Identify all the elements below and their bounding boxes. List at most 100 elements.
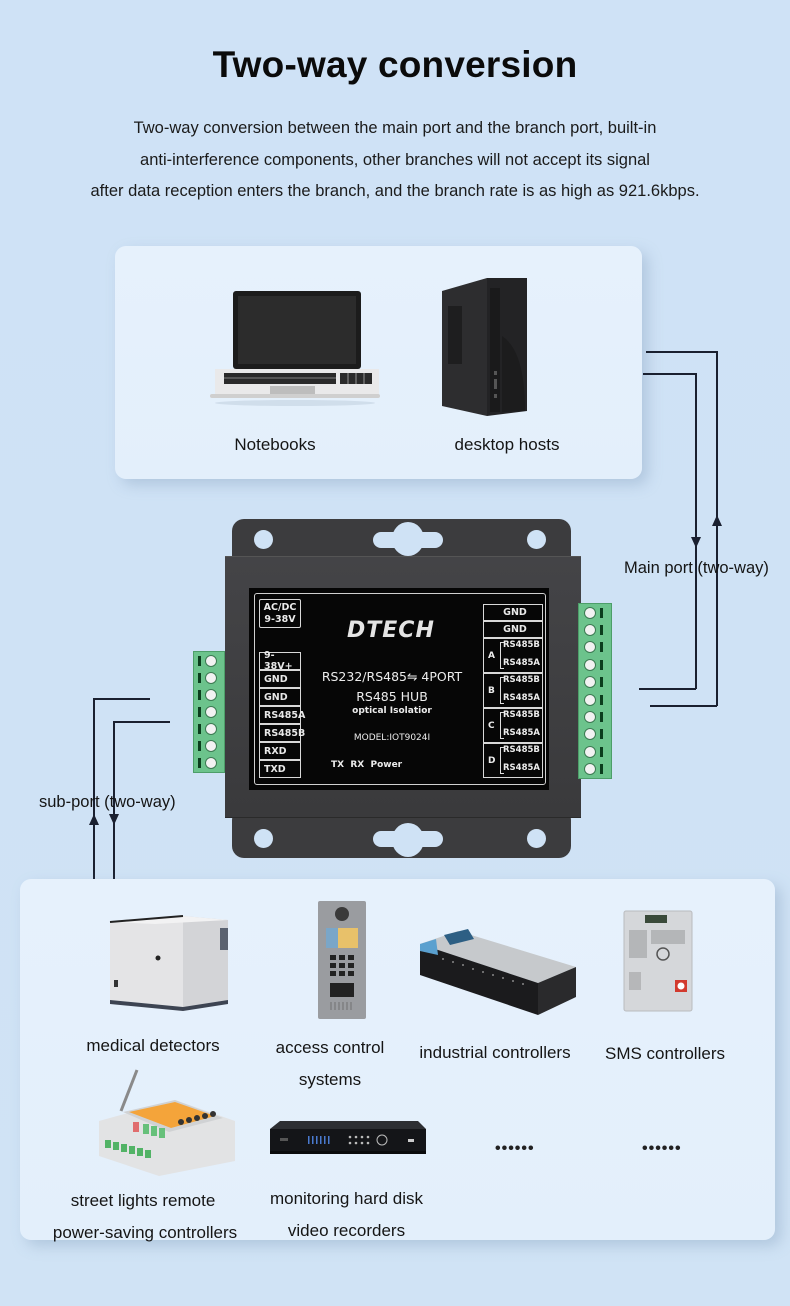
sub-port-line-up-vertical bbox=[93, 698, 95, 879]
main-port-line-rx-vertical bbox=[695, 373, 697, 689]
pin-label: RS485A bbox=[259, 706, 305, 724]
more-devices-ellipsis: •••••• bbox=[495, 1140, 535, 1157]
terminal-screw bbox=[584, 710, 611, 725]
brand-logo: DTECH bbox=[347, 618, 435, 643]
product-feature: optical Isolatior bbox=[352, 706, 432, 716]
pin-label: RS485A bbox=[503, 693, 540, 703]
left-pin-list: 9-38V+ GND GND RS485A RS485B RXD TXD bbox=[259, 650, 305, 778]
pin-label: RS485B bbox=[503, 675, 540, 685]
product-title: RS232/RS485⇋ 4PORT bbox=[321, 669, 463, 684]
more-devices-ellipsis: •••••• bbox=[642, 1140, 682, 1157]
pin-label: RS485B bbox=[503, 745, 540, 755]
port-id: C bbox=[488, 721, 495, 731]
sub-port-line-up-top bbox=[93, 698, 150, 700]
pin-label: RS485A bbox=[503, 728, 540, 738]
description-line-2: anti-interference components, other bran… bbox=[140, 151, 650, 169]
port-id: B bbox=[488, 686, 495, 696]
host-label-desktop-hosts: desktop hosts bbox=[454, 435, 560, 454]
keyhole-slot-center bbox=[392, 823, 424, 857]
terminal-screw bbox=[198, 704, 224, 719]
indicator-leds: TX RX Power bbox=[331, 760, 403, 770]
slave-label-access-control-line-1: access control bbox=[275, 1038, 385, 1057]
pin-label: RS485B bbox=[259, 724, 305, 742]
terminal-screw bbox=[198, 739, 224, 754]
bracket-icon bbox=[500, 642, 504, 669]
slave-label-medical-detectors: medical detectors bbox=[86, 1036, 220, 1055]
slave-label-access-control-line-2: systems bbox=[298, 1070, 362, 1089]
port-group-d: D RS485B RS485A bbox=[483, 743, 543, 778]
terminal-screw bbox=[198, 687, 224, 702]
port-id: D bbox=[488, 756, 496, 766]
pin-label: RS485B bbox=[503, 710, 540, 720]
page-title: Two-way conversion bbox=[212, 44, 578, 85]
port-id: A bbox=[488, 651, 495, 661]
terminal-screw bbox=[584, 762, 611, 777]
terminal-screw bbox=[584, 727, 611, 742]
arrow-down-icon bbox=[691, 537, 701, 548]
arrow-up-icon bbox=[89, 814, 99, 825]
arrow-up-icon bbox=[712, 515, 722, 526]
port-group-c: C RS485B RS485A bbox=[483, 708, 543, 743]
sub-port-line-down-vertical bbox=[113, 721, 115, 879]
terminal-screw bbox=[584, 692, 611, 707]
pin-label: TXD bbox=[259, 760, 301, 778]
slave-label-industrial-controllers: industrial controllers bbox=[419, 1043, 571, 1062]
slave-label-video-recorders-line-1: monitoring hard disk bbox=[269, 1189, 424, 1208]
bracket-icon bbox=[500, 712, 504, 739]
slave-label-sms-controllers: SMS controllers bbox=[605, 1044, 725, 1063]
terminal-screw bbox=[584, 623, 611, 638]
access-control-panel-icon bbox=[317, 900, 367, 1020]
right-pin-list: GND GND A RS485B RS485A B RS485B RS485A … bbox=[483, 604, 543, 778]
street-light-controller-icon bbox=[95, 1066, 235, 1176]
slave-label-street-lights-line-2: power-saving controllers bbox=[52, 1223, 238, 1242]
sms-controller-icon bbox=[623, 910, 693, 1012]
host-label-notebooks: Notebooks bbox=[234, 435, 316, 454]
bracket-icon bbox=[500, 677, 504, 704]
sub-port-label: sub-port (two-way) bbox=[39, 793, 176, 811]
terminal-screw bbox=[198, 670, 224, 685]
right-terminal-block bbox=[578, 603, 612, 779]
pin-label: GND bbox=[259, 688, 301, 706]
mounting-hole bbox=[527, 829, 546, 848]
terminal-screw bbox=[198, 756, 224, 771]
model-number: MODEL:IOT9024I bbox=[353, 733, 431, 743]
terminal-screw bbox=[584, 640, 611, 655]
hosts-panel: Notebooks desktop hosts bbox=[115, 246, 642, 479]
main-port-line-tx-top bbox=[646, 351, 717, 353]
slave-label-video-recorders-line-2: video recorders bbox=[287, 1221, 406, 1240]
keyhole-slot-center bbox=[392, 522, 424, 556]
main-port-line-tx-bottom bbox=[650, 705, 717, 707]
pin-label: RXD bbox=[259, 742, 301, 760]
terminal-screw bbox=[584, 744, 611, 759]
mounting-hole bbox=[527, 530, 546, 549]
power-type-text: AC/DC bbox=[263, 602, 297, 613]
pin-label: GND bbox=[483, 604, 543, 621]
mounting-hole bbox=[254, 530, 273, 549]
front-label: AC/DC 9-38V DTECH 9-38V+ GND GND RS485A … bbox=[254, 593, 546, 785]
port-group-a: A RS485B RS485A bbox=[483, 638, 543, 673]
bracket-icon bbox=[500, 747, 504, 774]
laptop-icon bbox=[210, 290, 380, 410]
pin-label: GND bbox=[483, 621, 543, 638]
left-terminal-block bbox=[193, 651, 225, 773]
power-voltage-text: 9-38V bbox=[264, 614, 296, 625]
industrial-controller-icon bbox=[418, 929, 578, 1019]
slave-label-street-lights-line-1: street lights remote bbox=[70, 1191, 216, 1210]
video-recorder-icon bbox=[268, 1119, 428, 1159]
description-line-1: Two-way conversion between the main port… bbox=[133, 119, 657, 137]
main-port-line-tx-vertical bbox=[716, 351, 718, 706]
desktop-tower-icon bbox=[437, 276, 532, 421]
terminal-screw bbox=[584, 657, 611, 672]
main-port-label: Main port (two-way) bbox=[624, 559, 769, 577]
terminal-screw bbox=[198, 722, 224, 737]
main-port-line-rx-bottom bbox=[639, 688, 696, 690]
terminal-screw bbox=[584, 675, 611, 690]
medical-detector-icon bbox=[108, 912, 238, 1012]
port-group-b: B RS485B RS485A bbox=[483, 673, 543, 708]
mounting-hole bbox=[254, 829, 273, 848]
pin-label: RS485A bbox=[503, 658, 540, 668]
arrow-down-icon bbox=[109, 814, 119, 825]
pin-label: 9-38V+ bbox=[259, 650, 301, 672]
pin-label: GND bbox=[259, 670, 301, 688]
pin-label: RS485B bbox=[503, 640, 540, 650]
